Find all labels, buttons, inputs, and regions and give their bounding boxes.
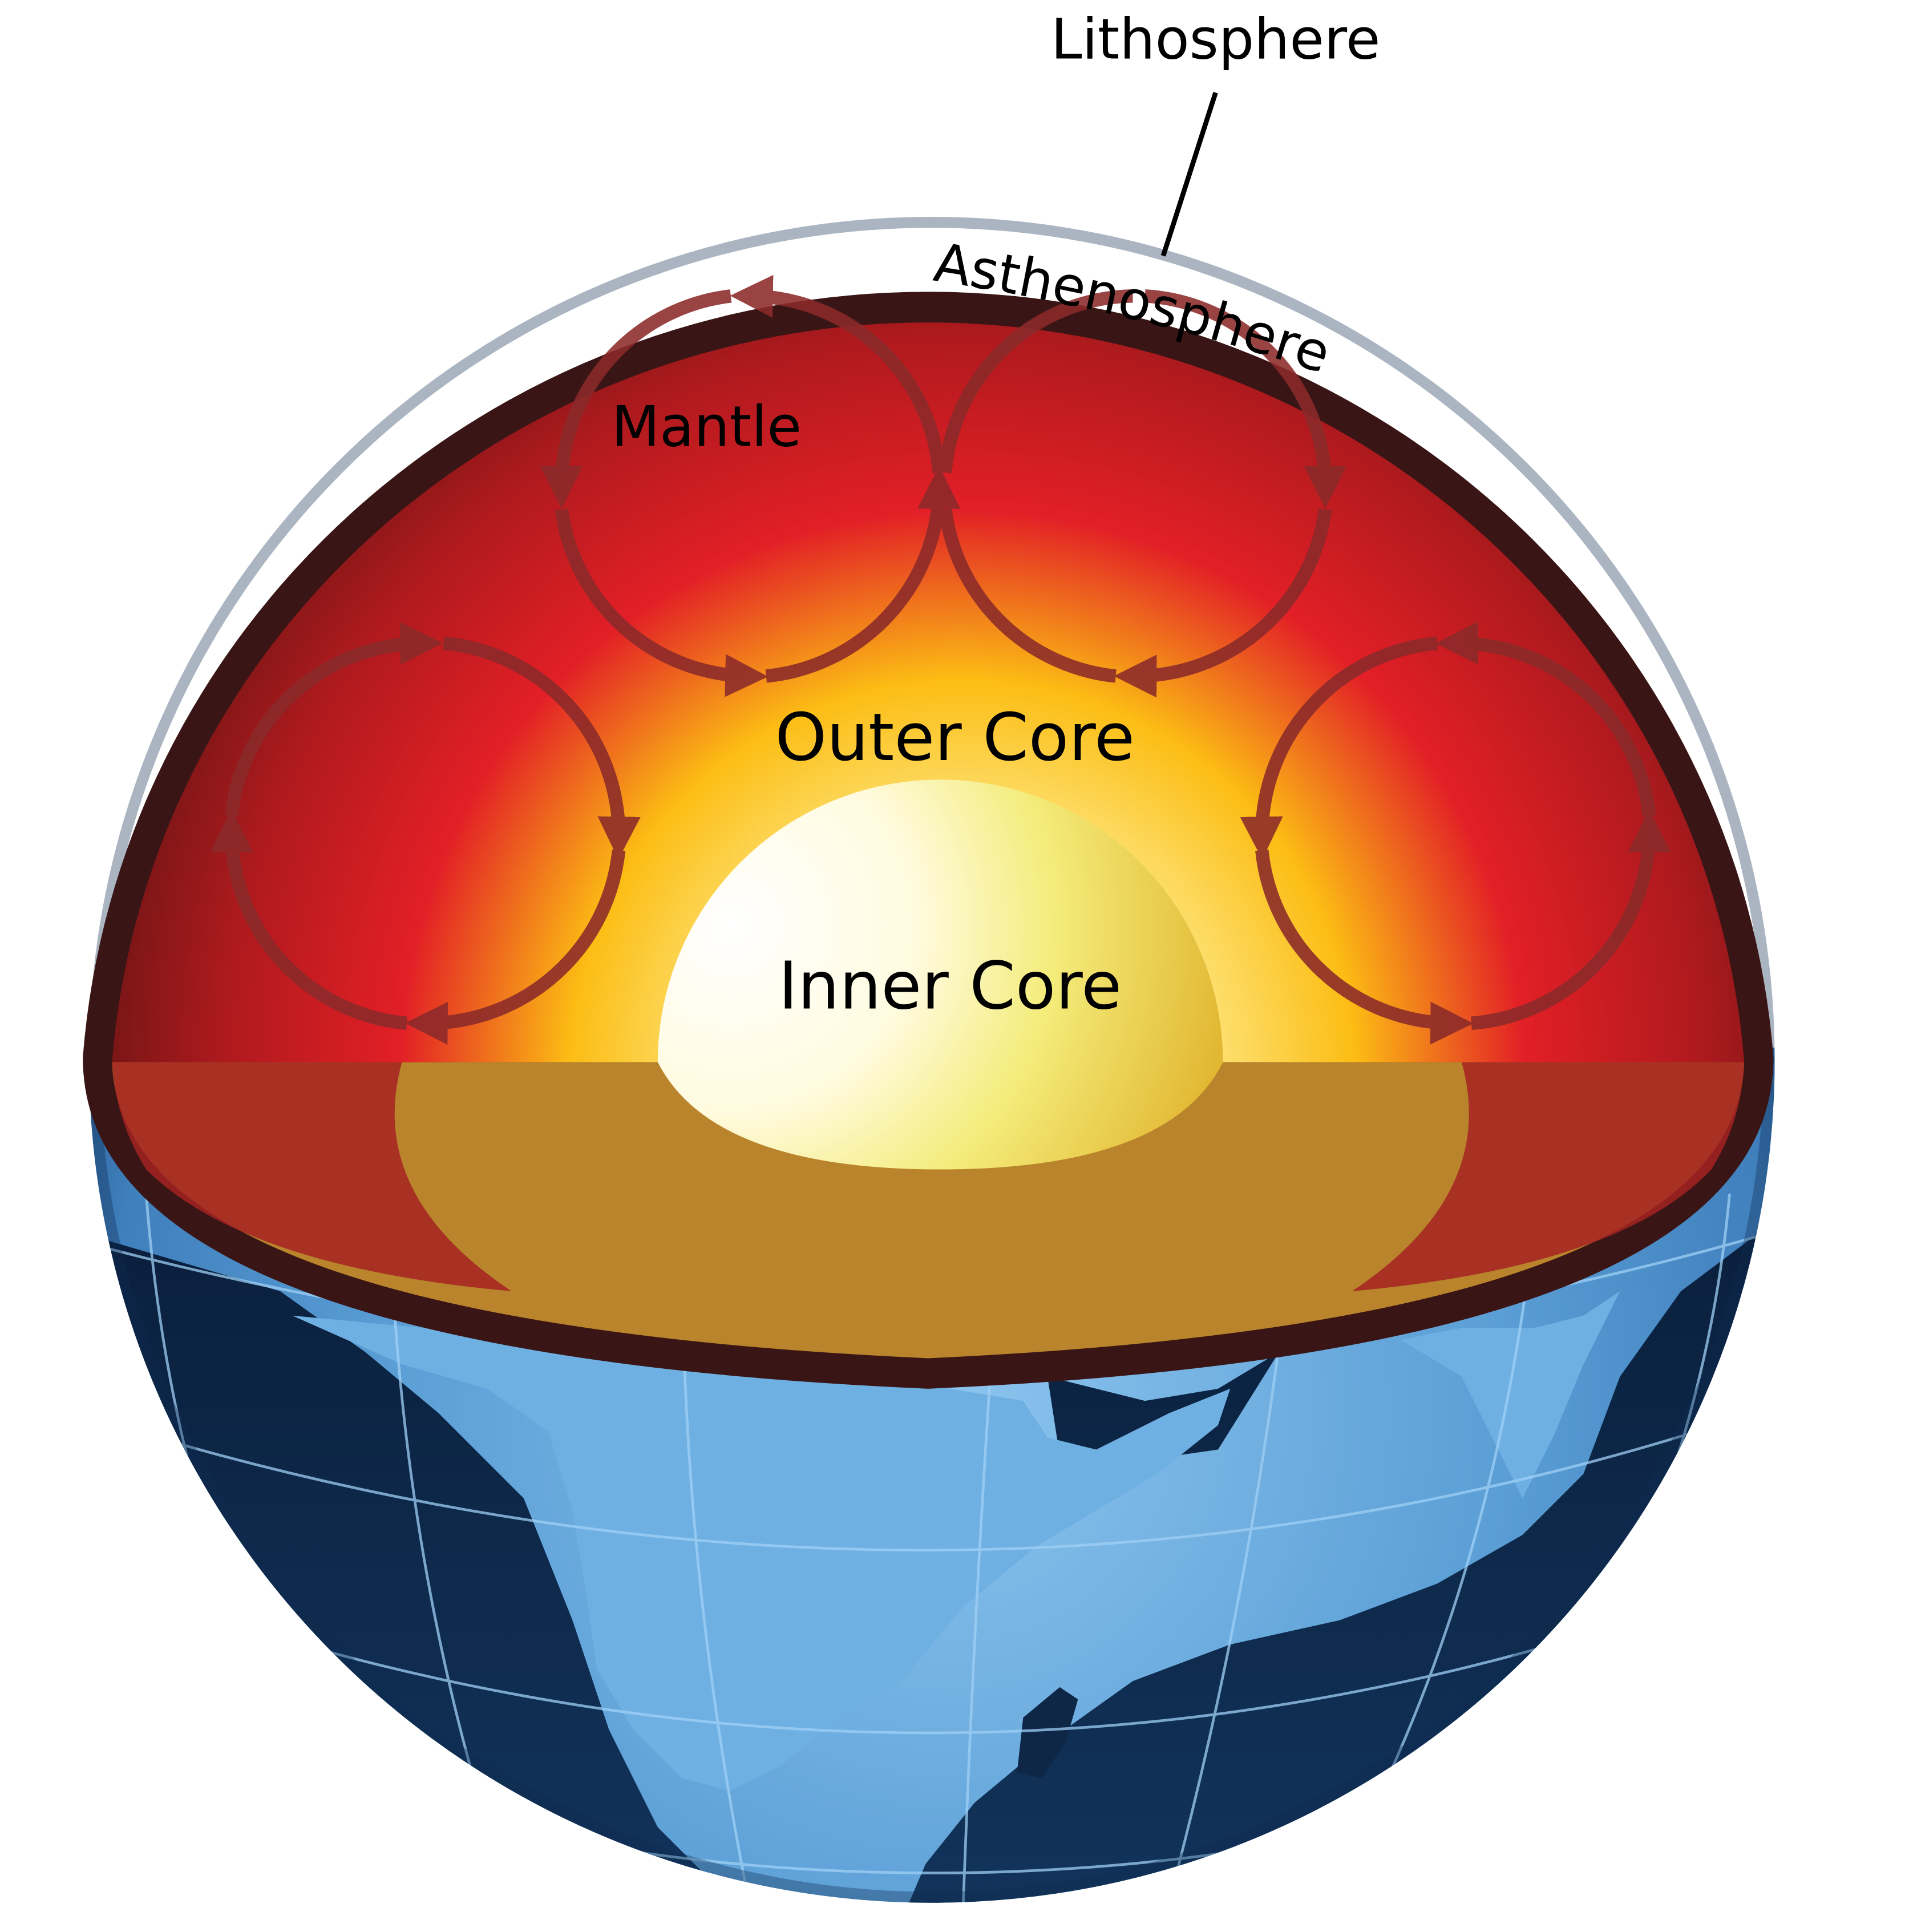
convection-arrow-icon bbox=[730, 274, 946, 474]
lithosphere-label: Lithosphere bbox=[1051, 7, 1381, 72]
convection-arrow-icon bbox=[540, 289, 732, 509]
convection-arrow-icon bbox=[209, 809, 408, 1030]
inner-core bbox=[657, 779, 1223, 1170]
cut-surface bbox=[112, 1062, 1745, 1359]
mantle-label: Mantle bbox=[612, 394, 802, 459]
convection-arrow-icon bbox=[443, 636, 641, 860]
convection-arrow-icon bbox=[1114, 508, 1332, 698]
convection-arrow-icon bbox=[1435, 621, 1656, 817]
cut-surface-red-right bbox=[1352, 1062, 1745, 1292]
convection-arrow-icon bbox=[1255, 849, 1474, 1045]
inner-core-label: Inner Core bbox=[778, 948, 1122, 1025]
convection-arrow-icon bbox=[1471, 809, 1671, 1030]
continent-north bbox=[1047, 1352, 1279, 1462]
convection-arrows bbox=[209, 274, 1671, 1045]
outer-core-label: Outer Core bbox=[775, 700, 1135, 776]
landmass-india bbox=[1401, 1291, 1620, 1498]
convection-arrow-icon bbox=[555, 508, 769, 697]
convection-arrow-icon bbox=[938, 289, 1133, 474]
lithosphere-leader-line bbox=[1160, 91, 1218, 257]
convection-arrow-icon bbox=[765, 466, 961, 683]
cut-surface-red bbox=[112, 1062, 512, 1292]
island-madagascar bbox=[1017, 1687, 1078, 1779]
convection-arrow-icon bbox=[1144, 289, 1347, 509]
convection-arrow-icon bbox=[939, 508, 1117, 683]
earth-cross-section bbox=[83, 292, 1774, 1389]
convection-arrow-icon bbox=[1240, 636, 1438, 860]
convection-arrow-icon bbox=[405, 849, 626, 1045]
convection-arrow-icon bbox=[224, 621, 443, 817]
landmass-africa bbox=[292, 1315, 1231, 1791]
